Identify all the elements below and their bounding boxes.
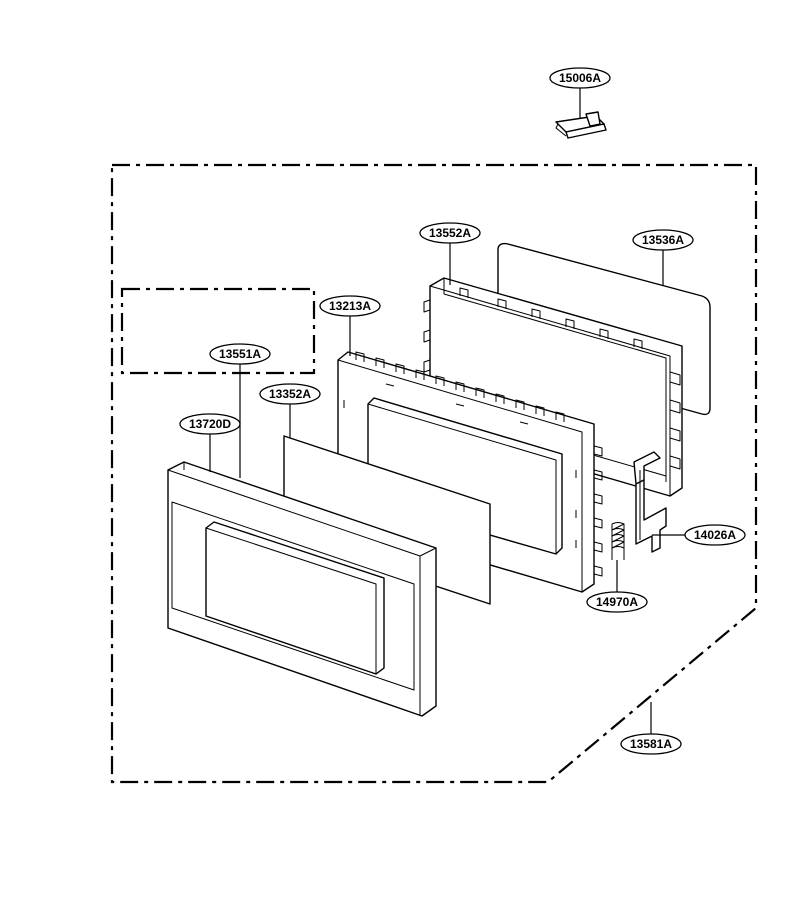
callout-13551A-text: 13551A bbox=[219, 347, 261, 361]
callout-13720D: 13720D bbox=[179, 413, 241, 435]
callout-14970A: 14970A bbox=[586, 591, 648, 613]
part-14970A-spring bbox=[611, 522, 625, 560]
callout-13352A: 13352A bbox=[259, 383, 321, 405]
callout-13213A-text: 13213A bbox=[329, 299, 371, 313]
callout-13551A: 13551A bbox=[209, 343, 271, 365]
callout-14970A-text: 14970A bbox=[596, 595, 638, 609]
callout-13552A: 13552A bbox=[419, 222, 481, 244]
callout-13552A-text: 13552A bbox=[429, 226, 471, 240]
part-13720D-door-frame bbox=[167, 461, 437, 717]
callout-13581A: 13581A bbox=[620, 733, 682, 755]
callout-13581A-text: 13581A bbox=[630, 737, 672, 751]
callout-13536A: 13536A bbox=[632, 229, 694, 251]
callout-15006A: 15006A bbox=[549, 67, 611, 89]
part-14026A-latch bbox=[633, 451, 667, 553]
part-15006A-bracket bbox=[555, 111, 607, 139]
assembly-boundary bbox=[110, 163, 758, 784]
callout-13352A-text: 13352A bbox=[269, 387, 311, 401]
callout-14026A-text: 14026A bbox=[694, 528, 736, 542]
callout-15006A-text: 15006A bbox=[559, 71, 601, 85]
callout-13536A-text: 13536A bbox=[642, 233, 684, 247]
callout-13720D-text: 13720D bbox=[189, 417, 231, 431]
callout-14026A: 14026A bbox=[684, 524, 746, 546]
callout-13213A: 13213A bbox=[319, 295, 381, 317]
subassembly-boundary bbox=[120, 287, 316, 375]
leader-lines bbox=[209, 88, 685, 734]
